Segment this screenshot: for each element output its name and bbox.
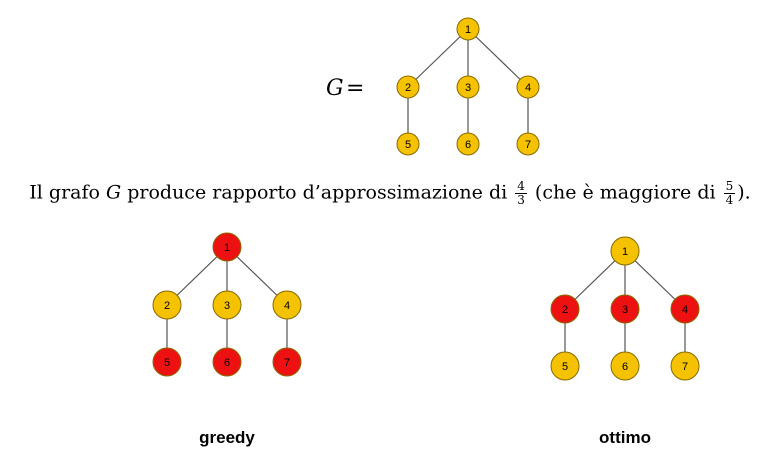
sentence-text-4: ). — [737, 181, 751, 204]
ottimo-node-3 — [610, 294, 640, 324]
g-node-label-4: 4 — [525, 82, 531, 94]
g-node-label-2: 2 — [405, 82, 411, 94]
sentence-text-3: (che è maggiore di — [528, 181, 722, 204]
greedy-node-label-2: 2 — [164, 300, 170, 312]
g-node-label-6: 6 — [465, 139, 471, 151]
approximation-sentence: Il grafo G produce rapporto d’approssima… — [0, 180, 780, 207]
ottimo-node-1 — [610, 236, 640, 266]
fraction-2-denominator: 4 — [725, 193, 734, 207]
fraction-1-numerator: 4 — [515, 179, 527, 194]
g-node-3 — [456, 75, 480, 99]
g-node-7 — [516, 132, 540, 156]
ottimo-node-label-3: 3 — [622, 304, 628, 316]
ottimo-caption: ottimo — [599, 428, 651, 447]
greedy-node-label-5: 5 — [164, 357, 170, 369]
greedy-node-4 — [272, 290, 302, 320]
g-node-5 — [396, 132, 420, 156]
greedy-node-5 — [152, 347, 182, 377]
ottimo-node-label-6: 6 — [622, 361, 628, 373]
greedy-tree: 1 2 3 4 5 6 7 — [152, 232, 302, 377]
ottimo-node-4 — [670, 294, 700, 324]
g-node-6 — [456, 132, 480, 156]
g-node-label-5: 5 — [405, 139, 411, 151]
ottimo-node-2 — [550, 294, 580, 324]
g-node-2 — [396, 75, 420, 99]
greedy-node-3 — [212, 290, 242, 320]
ottimo-node-label-5: 5 — [562, 361, 568, 373]
sentence-text-1: Il grafo — [29, 181, 106, 204]
greedy-node-label-6: 6 — [224, 357, 230, 369]
graph-name-g: G — [326, 76, 344, 101]
sentence-text-2: produce rapporto d’approssimazione di — [121, 181, 514, 204]
greedy-node-label-3: 3 — [224, 300, 230, 312]
greedy-node-2 — [152, 290, 182, 320]
ottimo-node-5 — [550, 351, 580, 381]
greedy-node-1 — [212, 232, 242, 262]
g-node-4 — [516, 75, 540, 99]
greedy-node-label-7: 7 — [284, 357, 290, 369]
greedy-caption: greedy — [199, 428, 255, 447]
g-edge-1-4 — [467, 28, 529, 88]
fraction-1-denominator: 3 — [517, 193, 525, 207]
g-node-label-3: 3 — [465, 82, 471, 94]
top-tree: 1 2 3 4 5 6 7 — [396, 17, 540, 156]
ottimo-node-7 — [670, 351, 700, 381]
greedy-node-label-1: 1 — [224, 242, 230, 254]
ottimo-node-label-4: 4 — [682, 304, 688, 316]
fraction-2-numerator: 5 — [723, 179, 736, 194]
ottimo-node-6 — [610, 351, 640, 381]
ottimo-node-label-7: 7 — [682, 361, 688, 373]
ottimo-tree: 1 2 3 4 5 6 7 — [550, 236, 700, 381]
ottimo-node-label-1: 1 — [622, 246, 628, 258]
g-node-1 — [456, 17, 480, 41]
g-node-label-7: 7 — [525, 139, 531, 151]
greedy-node-6 — [212, 347, 242, 377]
greedy-node-7 — [272, 347, 302, 377]
sentence-graph-name: G — [106, 181, 122, 204]
ottimo-node-label-2: 2 — [562, 304, 568, 316]
equals-sign: = — [346, 76, 364, 101]
g-node-label-1: 1 — [465, 24, 471, 36]
greedy-node-label-4: 4 — [284, 300, 290, 312]
g-edge-1-2 — [407, 28, 469, 88]
